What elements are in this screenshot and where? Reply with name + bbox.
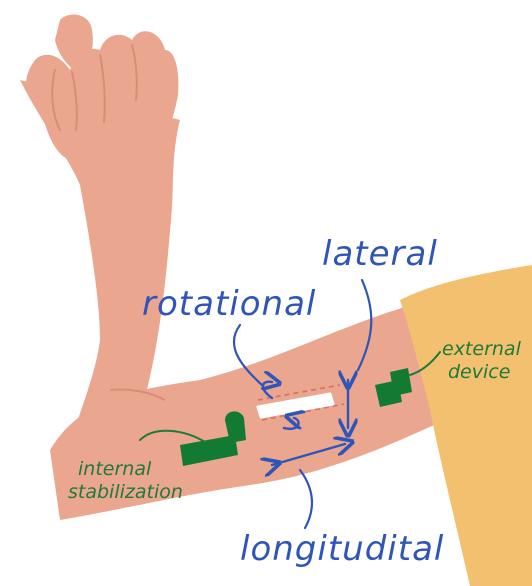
lateral-label: lateral: [322, 234, 438, 274]
internal-stabilization-label-line2: stabilization: [68, 481, 183, 503]
longitudinal-leader: [300, 470, 312, 528]
rotational-label: rotational: [142, 284, 316, 324]
internal-stabilization-label-line1: internal: [78, 458, 152, 480]
external-device-label-line2: device: [448, 361, 510, 383]
longitudinal-label: longitudital: [240, 529, 444, 569]
external-device-label-line1: external: [442, 338, 522, 360]
